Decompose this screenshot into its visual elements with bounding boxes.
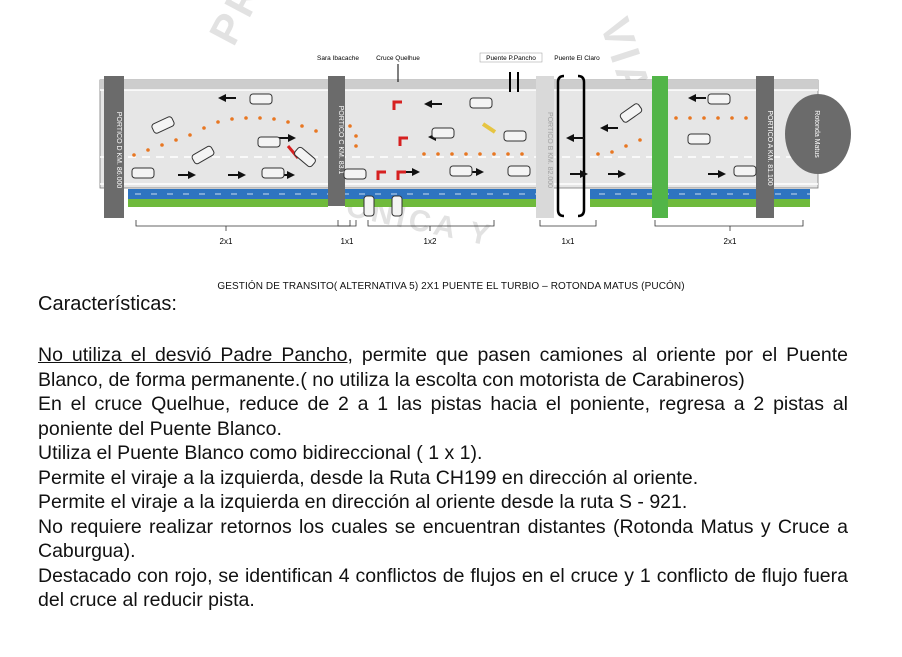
segment-2: 1x1 bbox=[341, 237, 354, 246]
grass-left bbox=[128, 199, 328, 207]
bridge-pillar bbox=[652, 76, 668, 218]
segment-1: 2x1 bbox=[220, 237, 233, 246]
segment-5: 2x1 bbox=[724, 237, 737, 246]
portico-c bbox=[328, 76, 345, 206]
underlined-text: No utiliza el desvió Padre Pancho bbox=[38, 344, 348, 366]
figure-caption: GESTIÓN DE TRANSITO( ALTERNATIVA 5) 2X1 … bbox=[217, 281, 685, 292]
portico-d bbox=[104, 76, 124, 218]
portico-c-label: PORTICO C KM. 83.1 bbox=[337, 106, 344, 175]
bridge-pancho-bracket bbox=[509, 72, 519, 92]
characteristics-list: No utiliza el desvió Padre Pancho, permi… bbox=[38, 343, 848, 613]
section-heading: Características: bbox=[38, 293, 177, 315]
bridge-claro-left bbox=[556, 74, 565, 218]
bridge-claro-right bbox=[577, 74, 586, 218]
traffic-diagram: PORTICO D KM. 86.000 PORTICO C KM. 83.1 … bbox=[99, 52, 851, 246]
yellow-arrow bbox=[481, 122, 497, 134]
paragraph-5: Permite el viraje a la izquierda en dire… bbox=[38, 491, 688, 513]
segment-brackets bbox=[135, 220, 804, 231]
label-sara: Sara Ibacache bbox=[317, 55, 359, 62]
grass-mid bbox=[345, 199, 540, 207]
portico-b bbox=[536, 76, 554, 218]
paragraph-6: No requiere realizar retornos los cuales… bbox=[38, 515, 848, 563]
paragraph-7: Destacado con rojo, se identifican 4 con… bbox=[38, 564, 848, 612]
portico-a bbox=[756, 76, 774, 218]
cars bbox=[131, 93, 757, 217]
label-claro: Puente El Claro bbox=[554, 55, 600, 62]
segment-4: 1x1 bbox=[562, 237, 575, 246]
segment-3: 1x2 bbox=[424, 237, 437, 246]
portico-b-label: PORTICO B KM. 82.000 bbox=[546, 112, 553, 188]
rotonda-label: Rotonda Matus bbox=[813, 110, 820, 158]
paragraph-2: En el cruce Quelhue, reduce de 2 a 1 las… bbox=[38, 393, 848, 440]
paragraph-1-rest: , permite que pasen camiones al oriente … bbox=[38, 344, 848, 391]
portico-d-label: PORTICO D KM. 86.000 bbox=[115, 112, 122, 189]
paragraph-1: No utiliza el desvió Padre Pancho, permi… bbox=[38, 343, 848, 392]
portico-a-label: PORTICO A KM. 81.100 bbox=[766, 110, 773, 185]
label-cruce: Cruce Quelhue bbox=[376, 55, 420, 62]
cones bbox=[132, 116, 748, 157]
paragraph-4: Permite el viraje a la izquierda, desde … bbox=[38, 466, 699, 489]
river-left bbox=[128, 189, 328, 199]
top-shoulder bbox=[100, 80, 818, 90]
label-pancho: Puente P.Pancho bbox=[486, 55, 536, 62]
paragraph-3: Utiliza el Puente Blanco como bidireccio… bbox=[38, 442, 483, 464]
rotonda-matus bbox=[785, 94, 851, 174]
grass-right bbox=[590, 199, 810, 207]
label-pancho-box bbox=[479, 52, 543, 63]
